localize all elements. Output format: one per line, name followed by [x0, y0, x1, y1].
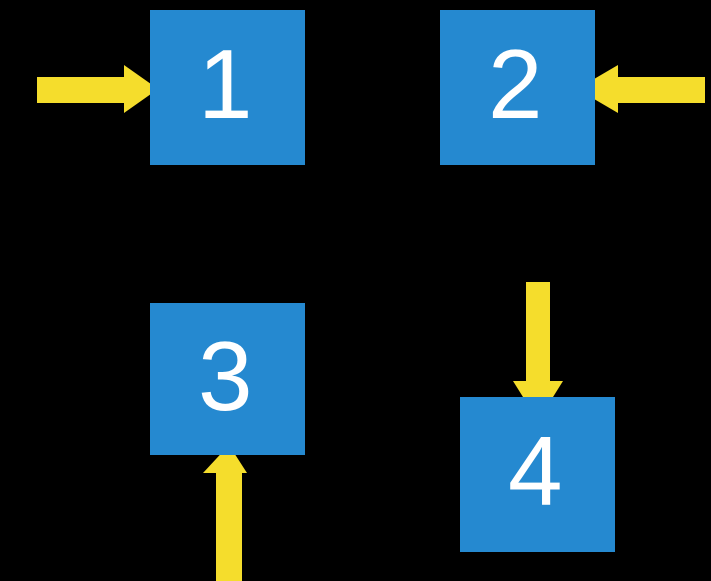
diagram-node-1-label: 1	[198, 29, 253, 139]
diagram-node-3[interactable]	[150, 303, 305, 455]
diagram-node-4-label: 4	[508, 416, 563, 526]
arrow-into-3-icon	[203, 445, 247, 581]
arrow-into-2-icon	[577, 65, 705, 113]
diagram-node-2[interactable]	[440, 10, 595, 165]
diagram-node-1[interactable]	[150, 10, 305, 165]
diagram-node-3-label: 3	[198, 321, 253, 431]
arrow-into-1-icon	[37, 65, 158, 113]
diagram-node-4[interactable]	[460, 397, 615, 552]
diagram-node-2-label: 2	[488, 29, 543, 139]
